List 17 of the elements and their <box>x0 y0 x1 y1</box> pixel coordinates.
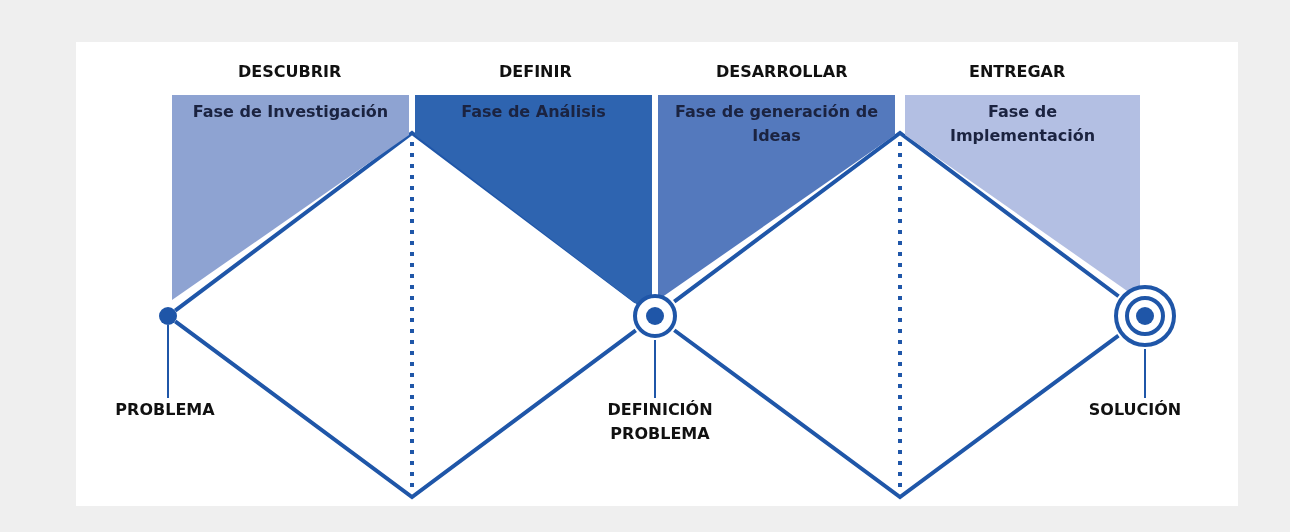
leader-line <box>1144 348 1146 399</box>
phase-description: Fase de Investigación <box>191 101 390 123</box>
milestone-label: DEFINICIÓN PROBLEMA <box>606 399 714 445</box>
phase-description: Fase de Implementación <box>948 101 1097 147</box>
leader-line <box>654 339 656 399</box>
diamond-edge <box>673 328 1120 500</box>
phase-description: Fase de generación de Ideas <box>673 101 880 147</box>
phase-heading: DESCUBRIR <box>238 62 342 81</box>
diamond-edge <box>174 319 637 500</box>
phase-description: Fase de Análisis <box>460 101 607 123</box>
phase-heading: DESARROLLAR <box>716 62 848 81</box>
leader-line <box>167 324 169 399</box>
diamond-edge <box>673 130 1120 304</box>
milestone-label: SOLUCIÓN <box>1087 399 1183 421</box>
phase-heading: DEFINIR <box>499 62 572 81</box>
milestone-label: PROBLEMA <box>114 399 216 421</box>
phase-heading: ENTREGAR <box>969 62 1066 81</box>
